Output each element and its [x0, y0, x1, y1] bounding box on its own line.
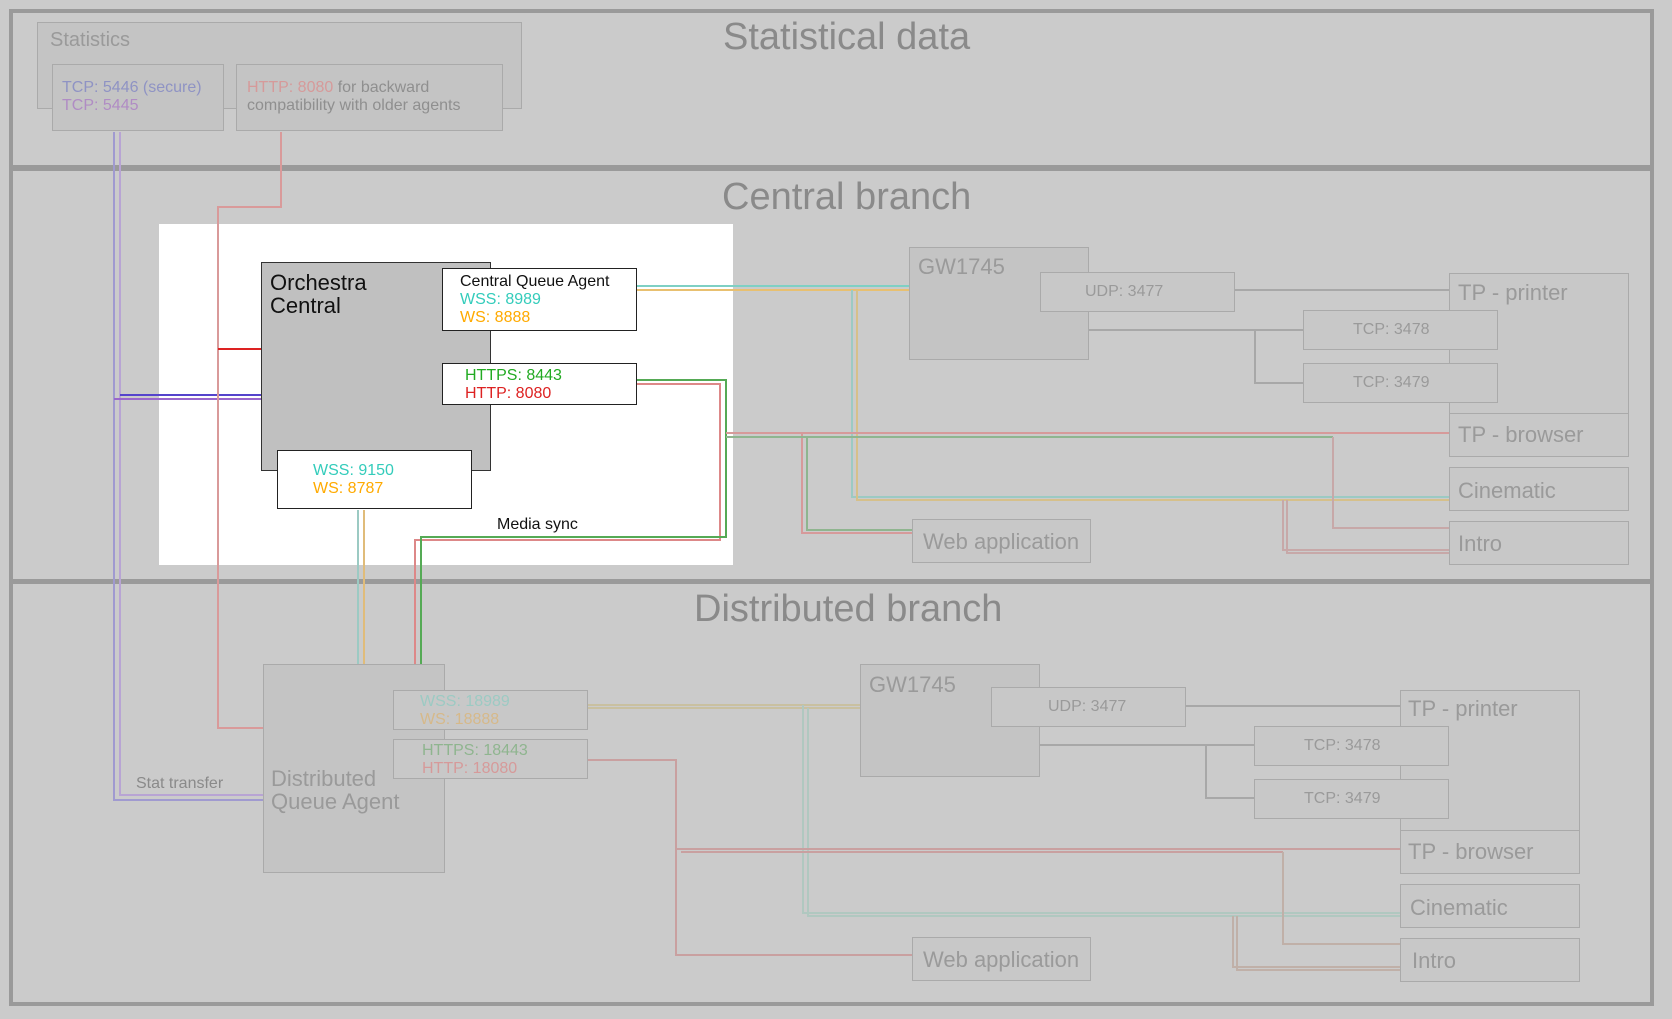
dist-tp-printer-label: TP - printer	[1408, 696, 1518, 721]
ms-https-line	[420, 379, 727, 664]
central-intro-links	[1282, 437, 1449, 554]
central-intro-box	[1449, 521, 1629, 565]
dist-tp-browser-box	[1400, 830, 1580, 874]
http-port-label: HTTP: 8080	[247, 79, 334, 96]
ms-wss: WSS: 9150	[313, 462, 394, 479]
central-web-http	[726, 432, 1449, 534]
central-http-box	[442, 363, 637, 405]
central-cinematic-ws	[856, 290, 1449, 501]
central-web-app-box	[912, 519, 1091, 563]
tcp-secure-label: TCP: 5446 (secure)	[62, 79, 202, 96]
http-desc-1: for backward	[333, 79, 430, 96]
stat-transfer-label: Stat transfer	[136, 775, 224, 792]
statistics-title: Statistics	[50, 29, 131, 51]
central-tcp2-box	[1303, 363, 1498, 403]
dist-cinematic-box	[1400, 884, 1580, 928]
ms-ws: WS: 8787	[313, 480, 384, 497]
dist-gw-label: GW1745	[869, 672, 956, 697]
central-gw-label: GW1745	[918, 254, 1005, 279]
cqa-ws: WS: 8888	[460, 309, 531, 326]
dqa-label-2: Queue Agent	[271, 789, 400, 814]
dist-web-app-box	[912, 937, 1091, 981]
central-http: HTTP: 8080	[465, 385, 552, 402]
central-web-https	[726, 436, 1333, 531]
stat-line	[119, 132, 263, 796]
section-distributed	[9, 580, 1654, 1006]
orchestra-label-1: Orchestra	[270, 270, 367, 295]
http-desc-2: compatibility with older agents	[247, 97, 461, 114]
dist-http-lines	[588, 759, 1400, 956]
dist-tcp1-label: TCP: 3478	[1304, 737, 1381, 754]
central-tcp1-box	[1303, 310, 1498, 350]
http-stat-line	[217, 132, 282, 729]
dist-tp-browser-label: TP - browser	[1408, 839, 1534, 864]
section-title-distributed: Distributed branch	[694, 588, 1003, 630]
dist-tcp1-box	[1254, 726, 1449, 766]
dist-ws: WS: 18888	[420, 711, 500, 728]
central-intro-label: Intro	[1458, 531, 1503, 556]
stat-line-secure	[113, 132, 263, 801]
central-udp-label: UDP: 3477	[1085, 283, 1164, 300]
media-sync-port-box	[277, 450, 472, 509]
central-https: HTTPS: 8443	[465, 367, 562, 384]
dist-tcp2-box	[1254, 779, 1449, 819]
dist-ws-lines	[588, 704, 860, 709]
central-queue-agent-box	[442, 268, 637, 331]
central-web-app-label: Web application	[923, 529, 1080, 554]
tcp-label: TCP: 5445	[62, 97, 139, 114]
central-udp-box	[1040, 272, 1235, 312]
cqa-title: Central Queue Agent	[460, 273, 610, 290]
http-compat-label: HTTP: 8080 for backward	[247, 79, 429, 97]
dist-wss: WSS: 18989	[420, 693, 510, 710]
dist-tcp2-label: TCP: 3479	[1304, 790, 1381, 807]
dist-udp-box	[991, 687, 1186, 727]
dist-http-box	[393, 739, 588, 779]
central-cinematic-box	[1449, 467, 1629, 511]
cqa-wss: WSS: 8989	[460, 291, 541, 308]
tcp-stat-box	[52, 64, 224, 131]
central-cinematic-label: Cinematic	[1458, 478, 1556, 503]
dist-intro-box	[1400, 938, 1580, 982]
dist-http: HTTP: 18080	[422, 760, 518, 777]
dqa-label-1: Distributed	[271, 766, 377, 791]
dist-cinematic-lines	[802, 705, 1400, 917]
dist-udp-label: UDP: 3477	[1048, 698, 1127, 715]
ms-http-line	[414, 383, 721, 664]
central-tcp1-label: TCP: 3478	[1353, 321, 1430, 338]
dist-gw-tcp	[1040, 744, 1254, 799]
dist-cinematic-label: Cinematic	[1410, 895, 1508, 920]
media-sync-label: Media sync	[497, 516, 578, 533]
dist-intro-label: Intro	[1412, 948, 1457, 973]
dist-ws-box	[393, 690, 588, 730]
central-tp-browser-box	[1449, 413, 1629, 457]
section-title-central: Central branch	[722, 176, 972, 218]
dist-intro-links	[1232, 852, 1400, 971]
central-gw-tcp	[1089, 329, 1303, 384]
dist-https: HTTPS: 18443	[422, 742, 528, 759]
section-title-statistical: Statistical data	[723, 16, 971, 58]
orchestra-label-2: Central	[270, 293, 341, 318]
dist-web-app-label: Web application	[923, 947, 1080, 972]
http-stat-box	[236, 64, 503, 131]
central-tcp2-label: TCP: 3479	[1353, 374, 1430, 391]
central-tp-printer-label: TP - printer	[1458, 280, 1568, 305]
central-tp-browser-label: TP - browser	[1458, 422, 1584, 447]
central-cinematic-wss	[851, 290, 1449, 498]
